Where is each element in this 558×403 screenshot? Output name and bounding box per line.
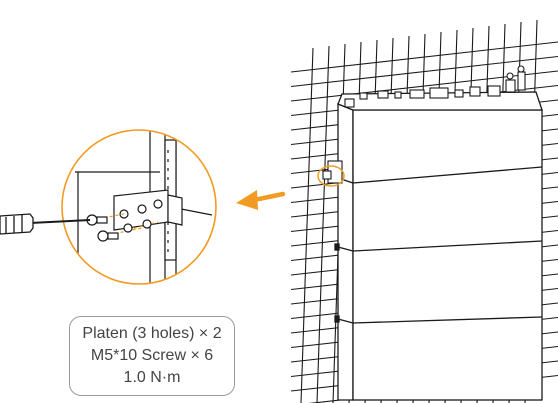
battery-stack: [322, 65, 543, 401]
wall-vertical-line: [300, 47, 314, 403]
stack-side-face: [337, 103, 354, 401]
module-divider-3: [352, 316, 543, 324]
caption-torque: 1.0 N·m: [123, 369, 181, 386]
caption-platen: Platen (3 holes) × 2: [82, 325, 222, 342]
arrow-left-icon: [236, 190, 286, 210]
wall-horizontal-line: [290, 55, 558, 88]
module-divider-2: [352, 240, 543, 252]
wall-horizontal-line: [290, 41, 558, 73]
top-connectors: [344, 65, 526, 108]
screwdriver-icon: [0, 213, 91, 235]
caption-screw: M5*10 Screw × 6: [90, 347, 214, 364]
highlight-ellipse: [317, 165, 345, 187]
mount-bracket: [322, 160, 343, 184]
screw-set: [86, 214, 152, 242]
parts-caption-box: Platen (3 holes) × 2 M5*10 Screw × 6 1.0…: [69, 316, 235, 396]
wall-vertical-line: [316, 45, 330, 403]
stack-front-face: [352, 109, 543, 401]
module-divider-1: [352, 166, 543, 184]
detail-callout: [61, 129, 217, 285]
